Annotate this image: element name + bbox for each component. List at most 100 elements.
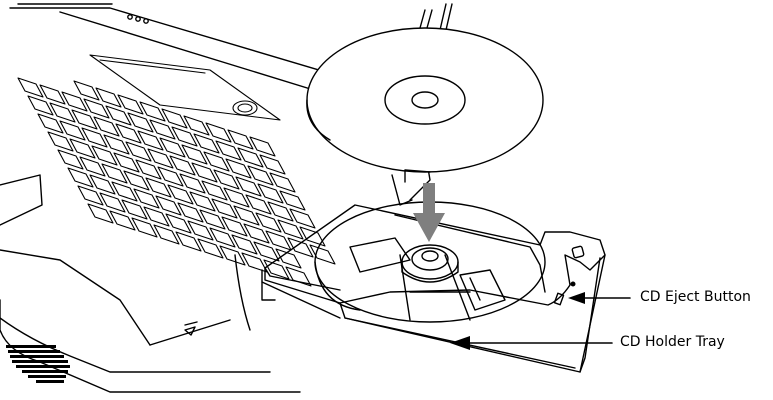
keyboard-key [171, 126, 198, 147]
keyboard-key [197, 238, 224, 259]
keyboard-key [289, 208, 316, 229]
keyboard-key [309, 244, 336, 265]
keyboard-key [203, 151, 230, 172]
keyboard-key [135, 159, 162, 180]
keyboard-key [99, 192, 126, 213]
eject-callout-arrowhead [568, 292, 585, 304]
cd-disc [306, 27, 544, 206]
keyboard-key [77, 185, 104, 206]
keyboard-key [211, 198, 238, 219]
keyboard-key [165, 213, 192, 234]
keyboard-key [105, 105, 132, 126]
keyboard-key [153, 224, 180, 245]
speaker-grille [6, 345, 70, 383]
keyboard-key [145, 177, 172, 198]
keyboard-key [79, 156, 106, 177]
keyboard-key [61, 91, 88, 112]
keyboard-key [205, 122, 232, 143]
keyboard-key [83, 98, 110, 119]
keyboard-key [49, 102, 76, 123]
keyboard-key [121, 199, 148, 220]
keyboard-key [159, 137, 186, 158]
keyboard-key [17, 77, 44, 98]
keyboard-key [161, 108, 188, 129]
insert-down-arrow [413, 183, 445, 242]
keyboard-key [179, 173, 206, 194]
keyboard-key [155, 195, 182, 216]
cd-eject-button-label: CD Eject Button [640, 289, 751, 305]
keyboard-key [103, 134, 130, 155]
keyboard-key [231, 234, 258, 255]
keyboard-key [191, 162, 218, 183]
keyboard-key [139, 101, 166, 122]
keyboard-key [73, 80, 100, 101]
keyboard-key [223, 187, 250, 208]
keyboard-key [209, 227, 236, 248]
keyboard-key [227, 129, 254, 150]
keyboard-key [215, 140, 242, 161]
keyboard-key [93, 116, 120, 137]
keyboard-key [253, 241, 280, 262]
keyboard-key [143, 206, 170, 227]
keyboard-key [109, 210, 136, 231]
keyboard-key [177, 202, 204, 223]
keyboard-key [199, 209, 226, 230]
keyboard-key [167, 184, 194, 205]
keyboard-key [243, 223, 270, 244]
keyboard-key [147, 148, 174, 169]
keyboard [17, 54, 336, 287]
keyboard-key [245, 194, 272, 215]
keyboard-key [219, 245, 246, 266]
keyboard-key [39, 84, 66, 105]
keyboard-key [69, 138, 96, 159]
keyboard-key [237, 147, 264, 168]
keyboard-key [37, 113, 64, 134]
keyboard-key [91, 145, 118, 166]
keyboard-key [247, 165, 274, 186]
keyboard-key [299, 226, 326, 247]
keyboard-key [269, 172, 296, 193]
keyboard-key [259, 154, 286, 175]
keyboard-key [123, 170, 150, 191]
cd-holder-tray [261, 201, 606, 373]
keyboard-key [115, 123, 142, 144]
keyboard-key [133, 188, 160, 209]
keyboard-key [249, 136, 276, 157]
keyboard-key [235, 176, 262, 197]
keyboard-key [67, 167, 94, 188]
keyboard-key [111, 181, 138, 202]
keyboard-key [137, 130, 164, 151]
keyboard-key [87, 203, 114, 224]
keyboard-key [213, 169, 240, 190]
keyboard-key [47, 131, 74, 152]
keyboard-key [57, 149, 84, 170]
keyboard-key [225, 158, 252, 179]
keyboard-key [183, 115, 210, 136]
keyboard-key [255, 212, 282, 233]
keyboard-key [201, 180, 228, 201]
keyboard-key [263, 259, 290, 280]
keyboard-key [131, 217, 158, 238]
cd-eject-button[interactable] [553, 292, 565, 306]
keyboard-key [189, 191, 216, 212]
keyboard-key [149, 119, 176, 140]
cd-holder-tray-label: CD Holder Tray [620, 334, 725, 350]
keyboard-key [157, 166, 184, 187]
keyboard-key [113, 152, 140, 173]
tray-callout-arrowhead [450, 336, 470, 350]
keyboard-key [59, 120, 86, 141]
keyboard-key [95, 87, 122, 108]
keyboard-key [127, 112, 154, 133]
keyboard-key [277, 219, 304, 240]
keyboard-key [181, 144, 208, 165]
keyboard-key [27, 95, 54, 116]
keyboard-key [101, 163, 128, 184]
keyboard-key [285, 266, 312, 287]
keyboard-key [193, 133, 220, 154]
keyboard-key [81, 127, 108, 148]
keyboard-key [221, 216, 248, 237]
keyboard-key [117, 94, 144, 115]
keyboard-key [267, 201, 294, 222]
callout-arrows [450, 292, 631, 350]
